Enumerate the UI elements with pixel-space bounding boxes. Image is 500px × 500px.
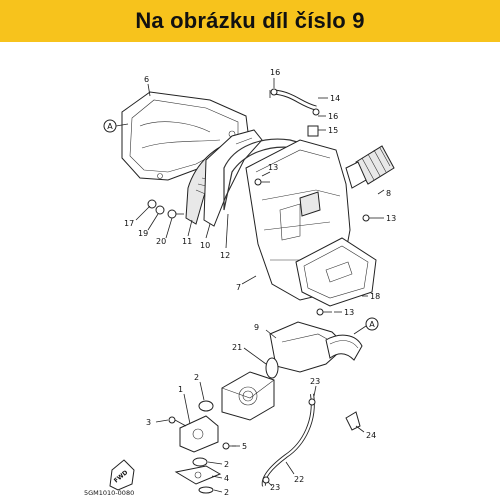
callout-16-lower: 16 [328, 112, 338, 121]
callout-15: 15 [328, 126, 338, 135]
callout-12: 12 [220, 251, 230, 260]
callout-13-lower: 13 [344, 308, 354, 317]
callout-11: 11 [182, 237, 192, 246]
part-13-screw-right [362, 214, 376, 222]
leader-lines [135, 78, 385, 493]
callout-23-upper: 23 [310, 377, 320, 386]
callout-2-lower: 2 [224, 488, 229, 497]
part-23-clamp-lower [262, 476, 270, 484]
part-24-clip [345, 411, 361, 431]
title-banner: Na obrázku díl číslo 9 [0, 0, 500, 42]
banner-title: Na obrázku díl číslo 9 [135, 8, 365, 33]
callout-16-upper: 16 [270, 68, 280, 77]
part-19-damper [155, 205, 165, 215]
part-23-clamp-upper [308, 398, 316, 406]
callout-13-right: 13 [386, 214, 396, 223]
callout-labels: 6 16 14 16 15 13 8 13 13 18 7 11 10 12 1… [124, 68, 396, 497]
callout-13-upper: 13 [268, 163, 278, 172]
part-4-insulator [174, 465, 222, 485]
callout-8: 8 [386, 189, 391, 198]
svg-text:A: A [107, 122, 113, 131]
callout-17: 17 [124, 219, 134, 228]
ref-marker-a-right: A [353, 317, 379, 335]
part-2-o-ring-lower [198, 486, 214, 494]
callout-3: 3 [146, 418, 151, 427]
part-1-joint [179, 415, 219, 453]
part-manifold [221, 371, 275, 421]
callout-1: 1 [178, 385, 183, 394]
callout-4: 4 [224, 474, 229, 483]
part-3-bolt [168, 416, 187, 427]
part-16-clamp-upper [270, 88, 278, 96]
callout-19: 19 [138, 229, 148, 238]
callout-21: 21 [232, 343, 242, 352]
callout-9: 9 [254, 323, 259, 332]
part-14-hose [269, 89, 317, 111]
callout-2-upper: 2 [194, 373, 199, 382]
svg-text:A: A [369, 320, 375, 329]
callout-10: 10 [200, 241, 210, 250]
part-5-screw [222, 442, 236, 450]
callout-23-lower: 23 [270, 483, 280, 492]
callout-7: 7 [236, 283, 241, 292]
fwd-arrow: FWD [109, 459, 135, 491]
callout-6: 6 [144, 75, 149, 84]
part-8-intake-filter [345, 145, 395, 189]
callout-20: 20 [156, 237, 166, 246]
callout-24: 24 [366, 431, 376, 440]
part-18-case-cap [295, 237, 377, 307]
part-9-intake-joint [269, 321, 363, 373]
part-13-screw-lower [316, 308, 332, 316]
callout-14: 14 [330, 94, 340, 103]
callout-22: 22 [294, 475, 304, 484]
part-21-clamp [265, 357, 279, 379]
part-2-o-ring-mid [192, 457, 208, 467]
part-2-o-ring-upper [198, 400, 214, 412]
drawing-code: 5GM1010-0080 [84, 489, 134, 497]
part-16-clamp-lower [312, 108, 320, 116]
part-13-screw-upper [254, 178, 270, 186]
part-15-plug [307, 125, 319, 137]
callout-18: 18 [370, 292, 380, 301]
ref-marker-a-left: A [103, 119, 129, 133]
callout-2-mid: 2 [224, 460, 229, 469]
callout-5: 5 [242, 442, 247, 451]
part-20-bolt [167, 209, 184, 219]
